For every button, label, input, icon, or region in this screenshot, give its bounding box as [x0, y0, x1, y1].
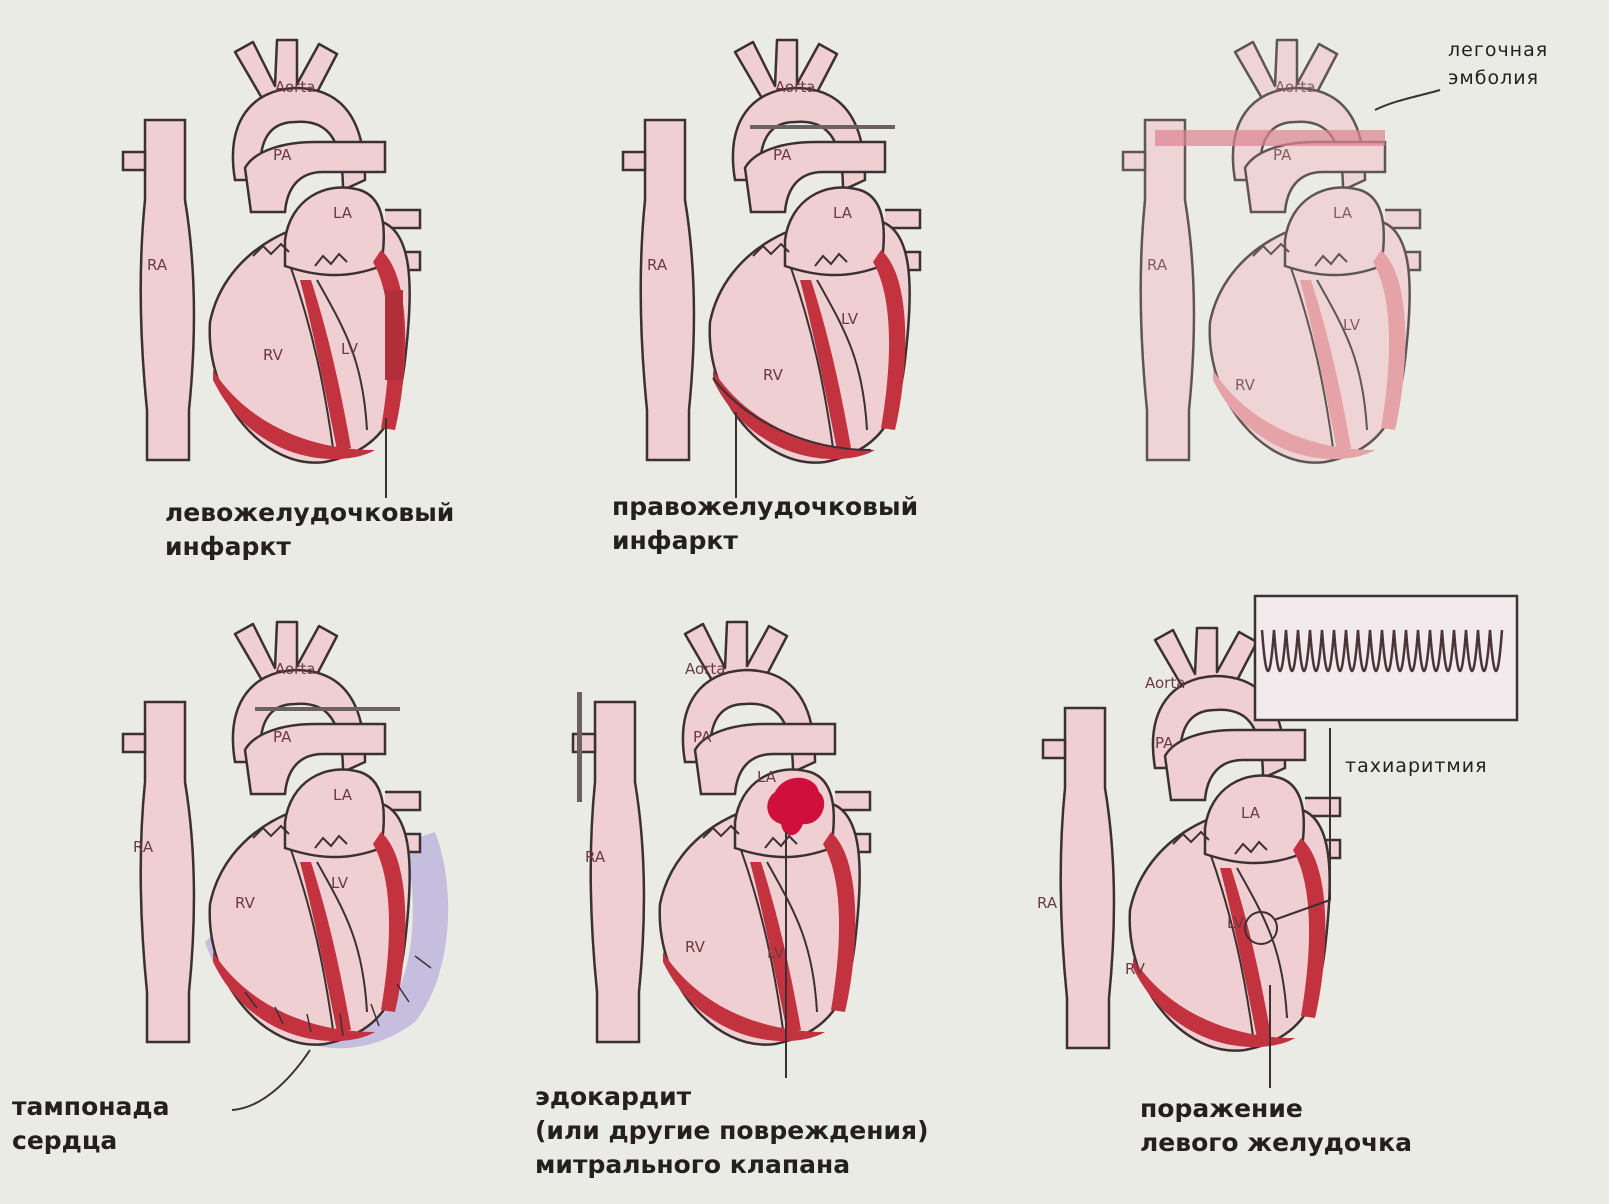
- label-aorta: Aorta: [685, 660, 725, 678]
- label-lv: LV: [341, 340, 359, 358]
- label-pa: PA: [273, 728, 292, 746]
- label-lv: LV: [767, 944, 785, 962]
- label-aorta: Aorta: [275, 78, 315, 96]
- label-rv: RV: [1235, 376, 1256, 394]
- caption-line: левого желудочка: [1140, 1126, 1412, 1160]
- pointer-line-tamponade: [232, 1050, 310, 1110]
- heart-panel-embolism: Aorta PA LA RA RV LV: [1123, 40, 1420, 463]
- caption-line: легочная: [1448, 36, 1548, 64]
- caption-tachyarrhythmia: тахиаритмия: [1345, 752, 1488, 780]
- caption-embolism: легочная эмболия: [1448, 36, 1548, 92]
- caption-line: (или другие повреждения): [535, 1114, 929, 1148]
- label-rv: RV: [263, 346, 284, 364]
- ecg-inset: [1255, 596, 1517, 720]
- label-pa: PA: [773, 146, 792, 164]
- heart-panel-tamponade: Aorta PA LA RA RV LV: [123, 622, 448, 1048]
- label-lv: LV: [1343, 316, 1361, 334]
- caption-line: митрального клапана: [535, 1148, 929, 1182]
- label-ra: RA: [1147, 256, 1168, 274]
- label-pa: PA: [1155, 734, 1174, 752]
- caption-tamponade: тампонада сердца: [12, 1090, 169, 1158]
- label-lv: LV: [1227, 914, 1245, 932]
- caption-line: тампонада: [12, 1090, 169, 1124]
- label-la: LA: [1241, 804, 1261, 822]
- caption-lv-lesion: поражение левого желудочка: [1140, 1092, 1412, 1160]
- label-rv: RV: [235, 894, 256, 912]
- label-la: LA: [333, 204, 353, 222]
- caption-line: инфаркт: [165, 530, 454, 564]
- label-lv: LV: [841, 310, 859, 328]
- label-ra: RA: [585, 848, 606, 866]
- label-aorta: Aorta: [775, 78, 815, 96]
- label-rv: RV: [685, 938, 706, 956]
- label-ra: RA: [133, 838, 154, 856]
- label-ra: RA: [1037, 894, 1058, 912]
- label-aorta: Aorta: [275, 660, 315, 678]
- caption-endocarditis: эдокардит (или другие повреждения) митра…: [535, 1080, 929, 1182]
- label-lv: LV: [331, 874, 349, 892]
- heart-panel-rv-infarct: Aorta PA LA RA RV LV: [623, 40, 920, 463]
- label-pa: PA: [693, 728, 712, 746]
- heart-panel-lv-infarct: Aorta PA LA RA RV LV: [123, 40, 420, 463]
- label-la: LA: [1333, 204, 1353, 222]
- label-ra: RA: [647, 256, 668, 274]
- caption-rv-infarct: правожелудочковый инфаркт: [612, 490, 918, 558]
- label-aorta: Aorta: [1275, 78, 1315, 96]
- label-rv: RV: [1125, 960, 1146, 978]
- label-ra: RA: [147, 256, 168, 274]
- label-rv: RV: [763, 366, 784, 384]
- caption-line: эмболия: [1448, 64, 1548, 92]
- caption-lv-infarct: левожелудочковый инфаркт: [165, 496, 454, 564]
- caption-line: правожелудочковый: [612, 490, 918, 524]
- label-pa: PA: [1273, 146, 1292, 164]
- heart-panel-endocarditis: Aorta PA LA RA RV LV: [573, 622, 870, 1045]
- label-pa: PA: [273, 146, 292, 164]
- caption-line: поражение: [1140, 1092, 1412, 1126]
- caption-line: инфаркт: [612, 524, 918, 558]
- caption-line: сердца: [12, 1124, 169, 1158]
- label-la: LA: [833, 204, 853, 222]
- label-aorta: Aorta: [1145, 674, 1185, 692]
- caption-line: левожелудочковый: [165, 496, 454, 530]
- pointer-line-embolism: [1375, 90, 1440, 110]
- caption-line: эдокардит: [535, 1080, 929, 1114]
- label-la: LA: [757, 768, 777, 786]
- label-la: LA: [333, 786, 353, 804]
